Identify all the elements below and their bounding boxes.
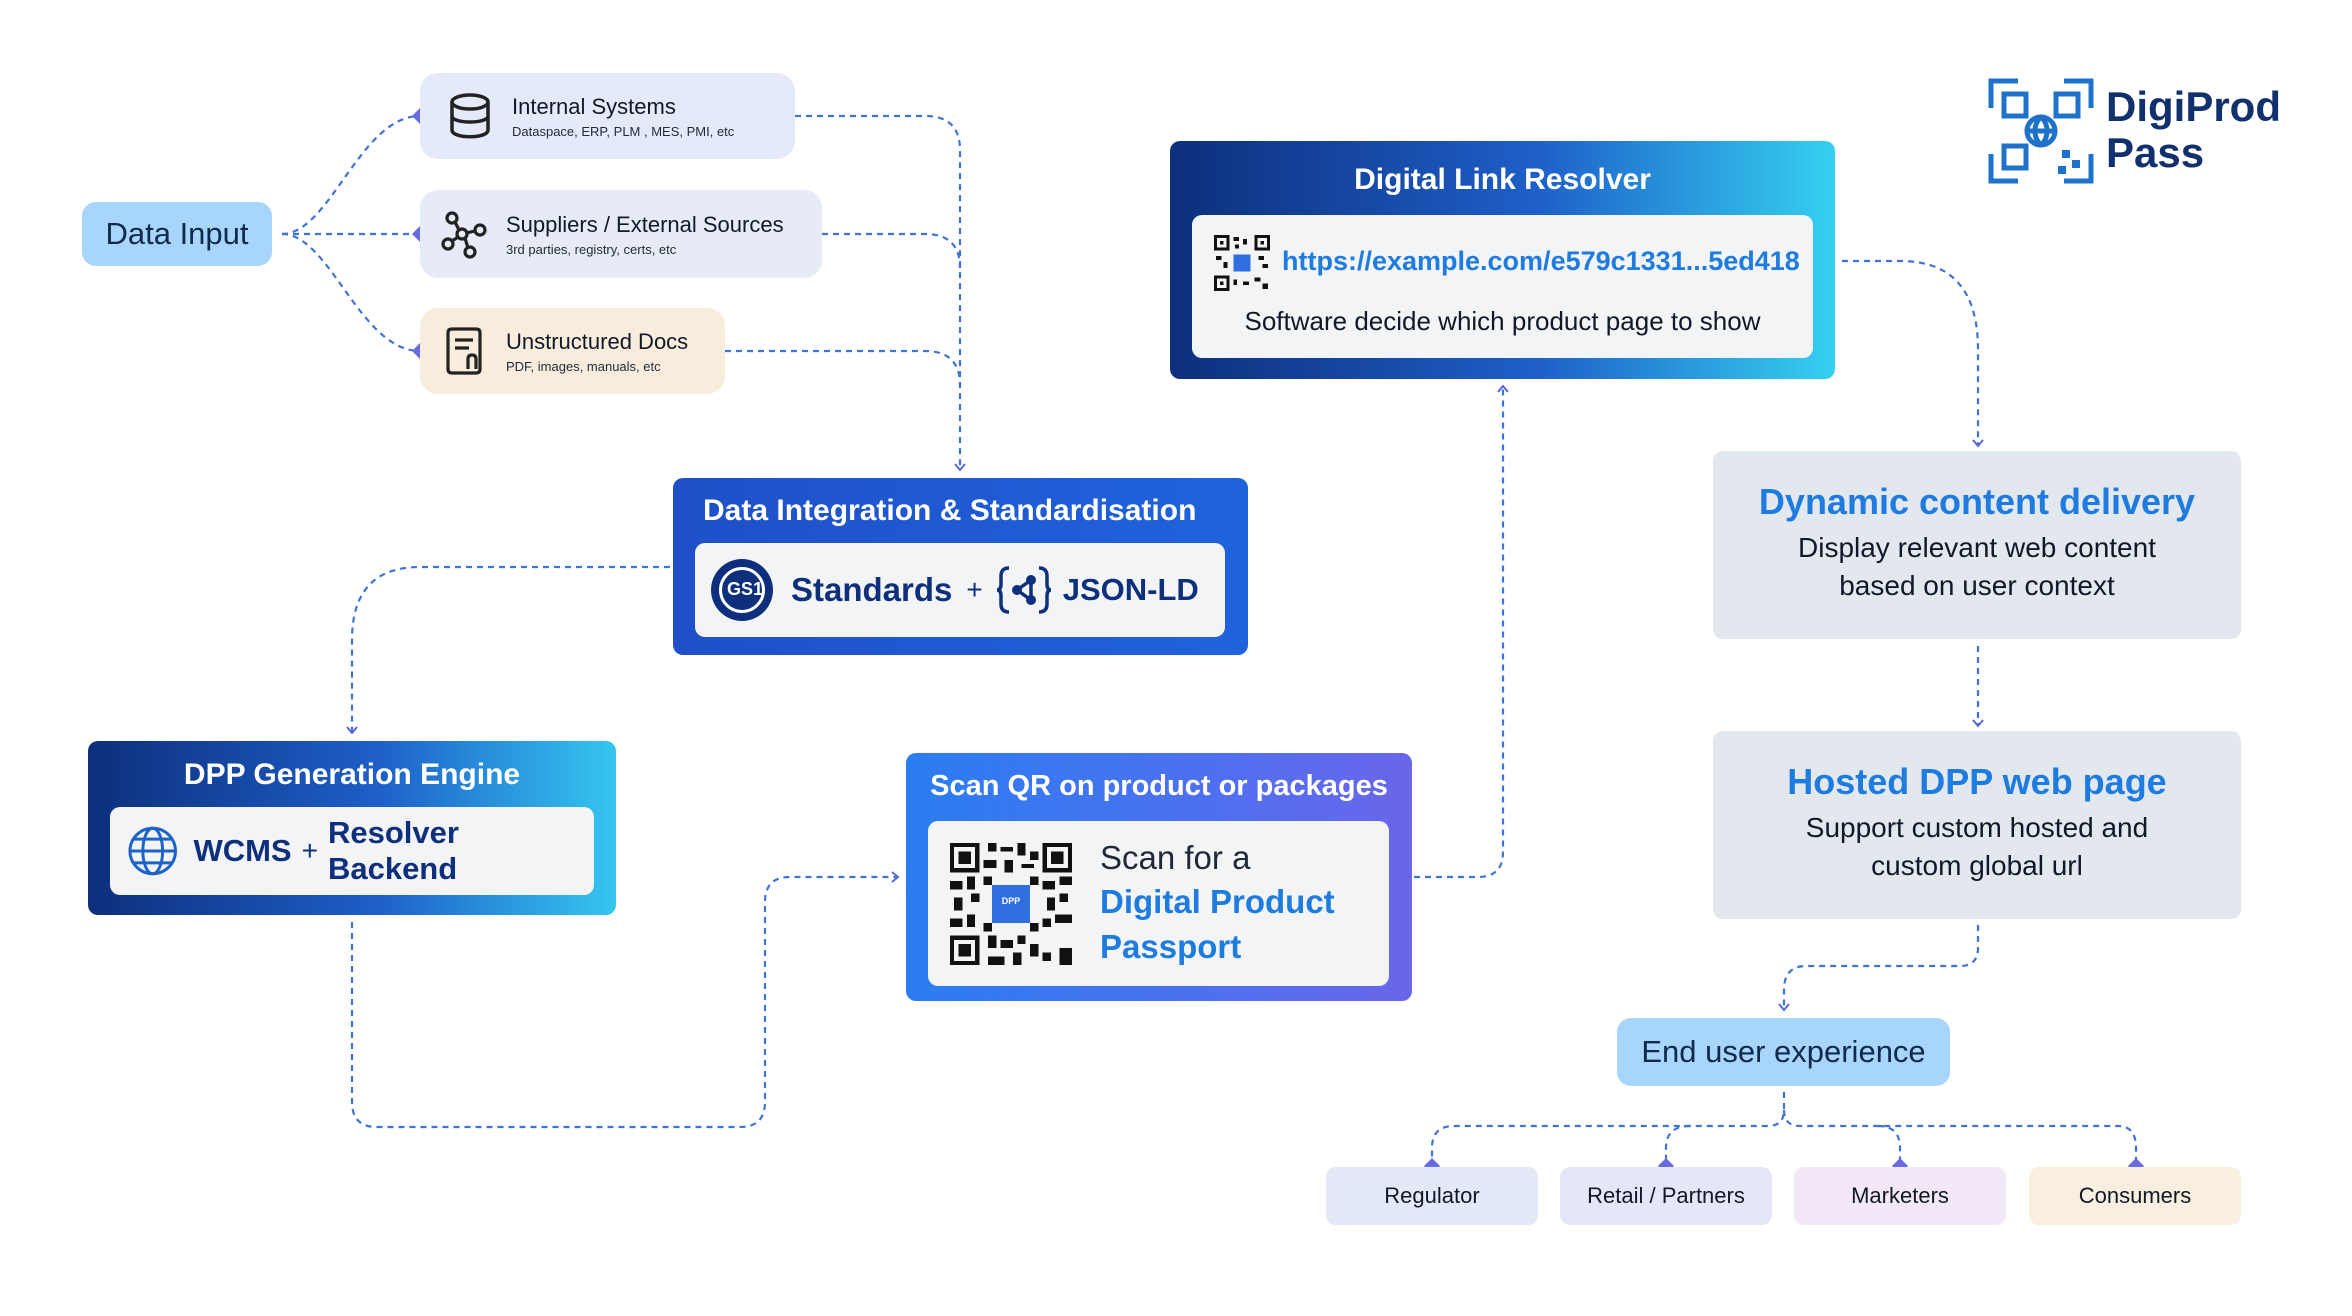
dynamic-line2: based on user context: [1839, 570, 2115, 601]
integration-card[interactable]: Data Integration & Standardisation GS1 S…: [673, 478, 1248, 655]
dynamic-line1: Display relevant web content: [1798, 532, 2156, 563]
hosted-title: Hosted DPP web page: [1787, 761, 2167, 802]
connector-resolver-dynamic: [1842, 259, 1984, 448]
connector-scan-resolver: [1414, 384, 1509, 879]
dynamic-content-card[interactable]: Dynamic content delivery Display relevan…: [1713, 451, 2241, 639]
standards-label: Standards: [791, 571, 953, 608]
document-icon: [446, 327, 482, 375]
audience-label: Marketers: [1851, 1183, 1949, 1208]
connector-docs-integration: [725, 349, 962, 386]
source-unstructured-docs[interactable]: Unstructured Docs PDF, images, manuals, …: [420, 308, 725, 394]
scan-title: Scan QR on product or packages: [930, 770, 1388, 802]
integration-title: Data Integration & Standardisation: [703, 494, 1197, 527]
dynamic-title: Dynamic content delivery: [1758, 481, 2196, 522]
engine-title: DPP Generation Engine: [183, 758, 521, 791]
connector-suppliers-integration: [822, 232, 962, 269]
source-title: Suppliers / External Sources: [506, 212, 784, 237]
json-ld-icon: [996, 566, 1051, 614]
end-user-node[interactable]: End user experience: [1617, 1018, 1950, 1086]
connector-hosted-enduser: [1778, 925, 1980, 1012]
audience-regulator[interactable]: Regulator: [1326, 1167, 1538, 1225]
logo-qr-globe-icon: [1988, 78, 2094, 184]
resolver-url-link[interactable]: https://example.com/e579c1331...5ed418: [1282, 246, 1800, 276]
audience-label: Regulator: [1384, 1183, 1480, 1208]
network-icon: [441, 211, 487, 259]
qr-dpp-badge: DPP: [1001, 896, 1021, 906]
engine-inner: WCMS + Resolver Backend: [110, 807, 594, 895]
source-subtitle: PDF, images, manuals, etc: [506, 359, 661, 374]
integration-inner: GS1 Standards + JSON-LD: [695, 543, 1225, 637]
scan-inner: DPP Scan for a Digital Product Passport: [928, 821, 1389, 986]
source-subtitle: Dataspace, ERP, PLM , MES, PMI, etc: [512, 124, 735, 139]
connector-input-internal: [281, 114, 421, 236]
scan-line2: Digital Product: [1100, 883, 1335, 920]
audience-marketers[interactable]: Marketers: [1794, 1167, 2006, 1225]
source-title: Internal Systems: [512, 94, 676, 119]
connector-integration-engine: [346, 565, 670, 735]
dpp-engine-card[interactable]: DPP Generation Engine WCMS + Resolver Ba…: [88, 741, 616, 915]
scan-line3: Passport: [1100, 928, 1242, 965]
resolver-backend-label: Resolver Backend: [327, 815, 459, 886]
database-icon: [450, 93, 490, 139]
end-user-label: End user experience: [1641, 1034, 1926, 1069]
qr-code-small-icon: [1214, 235, 1270, 291]
logo-text-line1: DigiProd: [2106, 83, 2281, 130]
gs1-mark: GS1: [727, 579, 764, 599]
qr-code-icon: [950, 843, 1072, 965]
gs1-logo-icon: GS1: [711, 559, 773, 621]
audience-label: Consumers: [2078, 1183, 2192, 1208]
source-title: Unstructured Docs: [506, 329, 689, 354]
audience-label: Retail / Partners: [1587, 1183, 1745, 1208]
json-ld-label: JSON-LD: [1062, 572, 1199, 607]
plus-sign: +: [301, 835, 318, 866]
connector-internal-integration: [795, 114, 966, 472]
wcms-label: WCMS: [193, 833, 292, 868]
logo-text-line2: Pass: [2106, 129, 2205, 176]
audience-consumers[interactable]: Consumers: [2029, 1167, 2241, 1225]
digital-link-resolver-card[interactable]: Digital Link Resolver https://example.co…: [1170, 141, 1835, 379]
hosted-line1: Support custom hosted and: [1805, 812, 2149, 843]
audience-retail-partners[interactable]: Retail / Partners: [1560, 1167, 1772, 1225]
scan-qr-card[interactable]: Scan QR on product or packages DPP: [906, 753, 1412, 1001]
resolver-inner: https://example.com/e579c1331...5ed418 S…: [1192, 215, 1813, 358]
connector-enduser-audiences: [1430, 1092, 1786, 1166]
resolver-title: Digital Link Resolver: [1354, 163, 1651, 196]
source-subtitle: 3rd parties, registry, certs, etc: [506, 242, 677, 257]
source-internal-systems[interactable]: Internal Systems Dataspace, ERP, PLM , M…: [420, 73, 795, 159]
source-suppliers[interactable]: Suppliers / External Sources 3rd parties…: [420, 190, 822, 278]
logo: DigiProd Pass: [1988, 78, 2298, 186]
scan-line1: Scan for a: [1100, 839, 1251, 876]
hosted-dpp-card[interactable]: Hosted DPP web page Support custom hoste…: [1713, 731, 2241, 919]
hosted-line2: custom global url: [1871, 850, 2083, 881]
globe-icon: [128, 826, 177, 876]
plus-sign: +: [966, 574, 983, 605]
connector-input-docs: [281, 232, 421, 353]
resolver-note: Software decide which product page to sh…: [1244, 306, 1761, 336]
data-input-node[interactable]: Data Input: [82, 202, 272, 266]
data-input-label: Data Input: [105, 216, 249, 251]
